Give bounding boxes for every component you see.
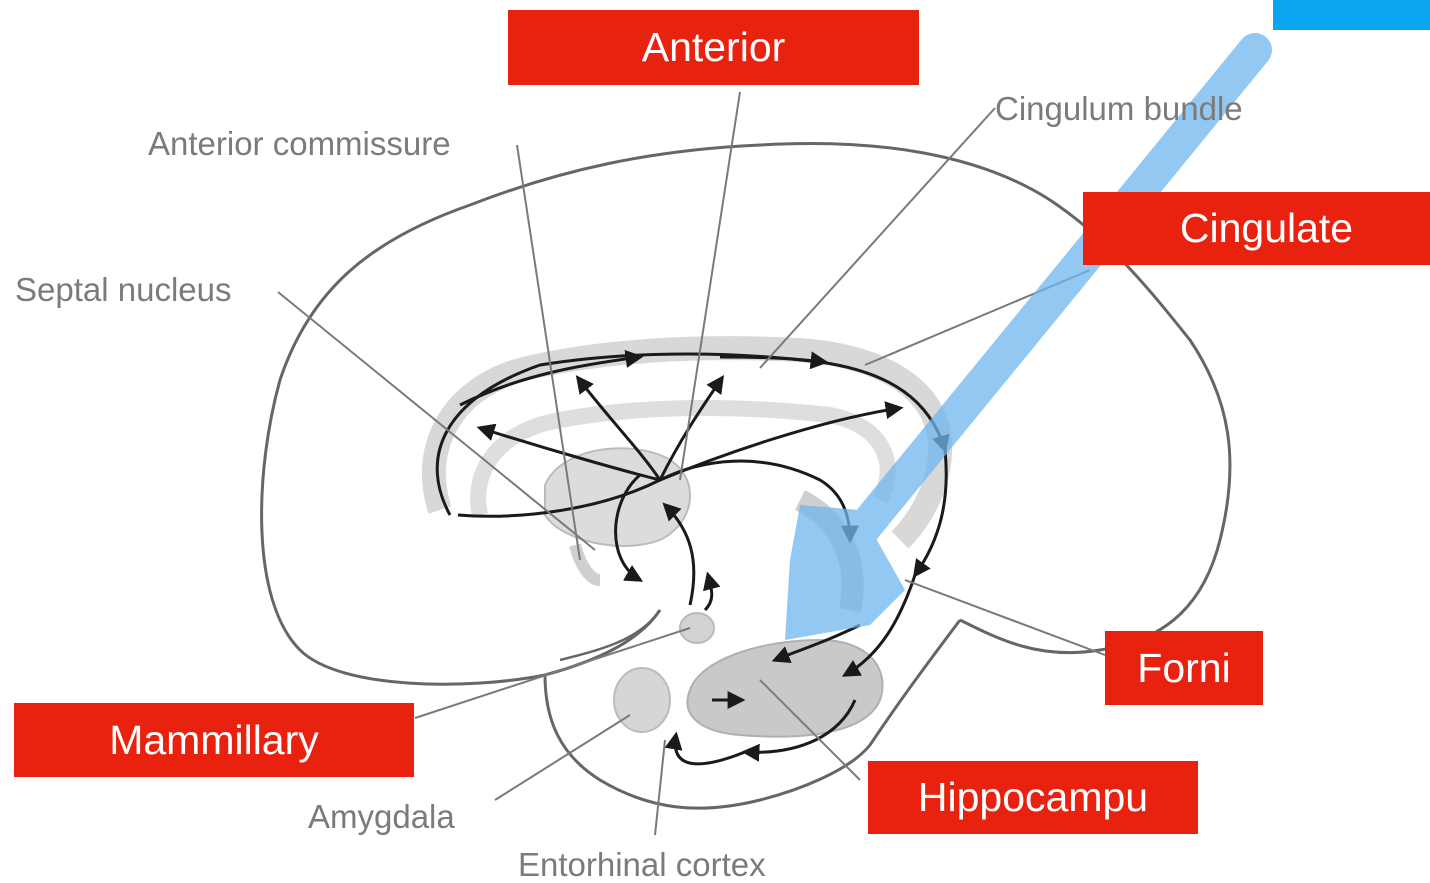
septal-nucleus-label: Septal nucleus — [15, 273, 231, 306]
amygdala-body — [614, 668, 670, 732]
hippocampu-label-box: Hippocampu — [868, 761, 1198, 834]
cingulum-bundle-label: Cingulum bundle — [995, 92, 1243, 125]
mammillary-label-box: Mammillary — [14, 703, 414, 777]
entorhinal-cortex-label: Entorhinal cortex — [518, 848, 766, 881]
mammillary-body — [680, 613, 714, 643]
amygdala-label: Amygdala — [308, 800, 455, 833]
cingulate-label-box: Cingulate — [1083, 192, 1430, 265]
anterior-commissure-label: Anterior commissure — [148, 127, 451, 160]
anterior-label-box: Anterior — [508, 10, 919, 85]
corner-block — [1273, 0, 1430, 30]
forni-label-box: Forni — [1105, 631, 1263, 705]
highlighter-mark — [785, 50, 1255, 640]
